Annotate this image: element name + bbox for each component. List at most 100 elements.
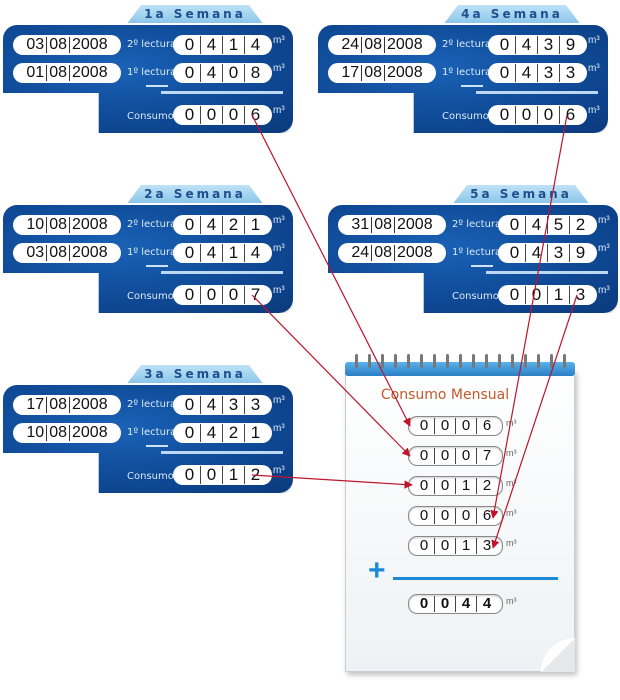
unit-label: m³ xyxy=(598,285,610,296)
week-tab-w1: 1a Semana xyxy=(127,5,263,23)
digit: 7 xyxy=(244,286,266,304)
digit: 2 xyxy=(222,216,244,234)
digit: 4 xyxy=(200,244,222,262)
binding-ring xyxy=(368,354,371,368)
unit-label: m³ xyxy=(598,215,610,226)
date-separator xyxy=(46,65,48,81)
unit-label: m³ xyxy=(273,105,285,116)
unit-label: m³ xyxy=(506,418,517,428)
date-part: 17 xyxy=(26,396,45,413)
digit: 0 xyxy=(434,538,455,554)
consumo-label: Consumo xyxy=(127,111,174,122)
digit: 0 xyxy=(222,106,244,124)
date-part: 08 xyxy=(49,396,67,413)
digit: 8 xyxy=(244,64,266,82)
digit: 1 xyxy=(455,538,476,554)
unit-label: m³ xyxy=(598,243,610,254)
unit-label: m³ xyxy=(506,448,517,458)
digit: 1 xyxy=(547,286,569,304)
digit: 0 xyxy=(499,35,510,54)
week-tab-w5: 5a Semana xyxy=(453,185,589,203)
date-separator xyxy=(384,37,385,53)
digit: 5 xyxy=(547,216,569,234)
digit: 4 xyxy=(515,36,537,54)
digit: 0 xyxy=(200,106,222,124)
digit: 0 xyxy=(419,417,429,434)
unit-label: m³ xyxy=(273,35,285,46)
date-separator xyxy=(46,425,48,441)
digit: 0 xyxy=(455,448,476,464)
date-part: 08 xyxy=(374,244,392,261)
binding-ring xyxy=(446,354,449,368)
binding-ring xyxy=(550,354,553,368)
date-part: 2008 xyxy=(72,216,108,233)
digit: 0 xyxy=(499,63,510,82)
date-separator xyxy=(69,397,70,413)
binding-ring xyxy=(472,354,475,368)
date-separator xyxy=(46,217,48,233)
first-reading-label: 1º lectura xyxy=(442,67,492,78)
date-part: 31 xyxy=(351,216,370,233)
date-separator xyxy=(46,245,48,261)
digit: 0 xyxy=(537,106,559,124)
date-part: 10 xyxy=(26,216,45,233)
unit-label: m³ xyxy=(506,596,517,606)
digit: 2 xyxy=(569,216,591,234)
digit: 4 xyxy=(200,36,222,54)
unit-label: m³ xyxy=(273,63,285,74)
digit: 3 xyxy=(222,396,244,414)
date-part: 08 xyxy=(49,424,67,441)
date-part: 2008 xyxy=(387,36,423,53)
consumo-label: Consumo xyxy=(127,471,174,482)
digit: 0 xyxy=(509,215,520,234)
unit-label: m³ xyxy=(588,105,600,116)
consumo-label: Consumo xyxy=(127,291,174,302)
date-separator xyxy=(384,65,385,81)
minus-dash xyxy=(146,265,168,267)
digit: 0 xyxy=(419,595,429,612)
date-part: 08 xyxy=(49,36,67,53)
digit: 3 xyxy=(559,64,581,82)
date-part: 2008 xyxy=(397,216,433,233)
digit: 3 xyxy=(476,538,497,554)
second-reading-label: 2º lectura xyxy=(127,39,177,50)
digit: 0 xyxy=(419,477,429,494)
date-part: 2008 xyxy=(387,64,423,81)
digit: 4 xyxy=(200,216,222,234)
first-reading-label: 1º lectura xyxy=(127,427,177,438)
digit: 2 xyxy=(476,478,497,494)
date-part: 08 xyxy=(49,216,67,233)
date-separator xyxy=(46,397,48,413)
digit: 3 xyxy=(537,36,559,54)
digit: 1 xyxy=(455,478,476,494)
digit: 4 xyxy=(244,244,266,262)
date-part: 08 xyxy=(49,64,67,81)
digit: 4 xyxy=(525,216,547,234)
date-part: 24 xyxy=(341,36,360,53)
date-separator xyxy=(69,245,70,261)
date-part: 08 xyxy=(49,244,67,261)
binding-ring xyxy=(498,354,501,368)
unit-label: m³ xyxy=(273,215,285,226)
unit-label: m³ xyxy=(273,423,285,434)
binding-ring xyxy=(407,354,410,368)
digit: 0 xyxy=(434,508,455,524)
binding-ring xyxy=(459,354,462,368)
minus-dash xyxy=(471,265,493,267)
second-reading-label: 2º lectura xyxy=(452,219,502,230)
week-tab-w3: 3a Semana xyxy=(127,365,263,383)
digit: 0 xyxy=(184,215,195,234)
